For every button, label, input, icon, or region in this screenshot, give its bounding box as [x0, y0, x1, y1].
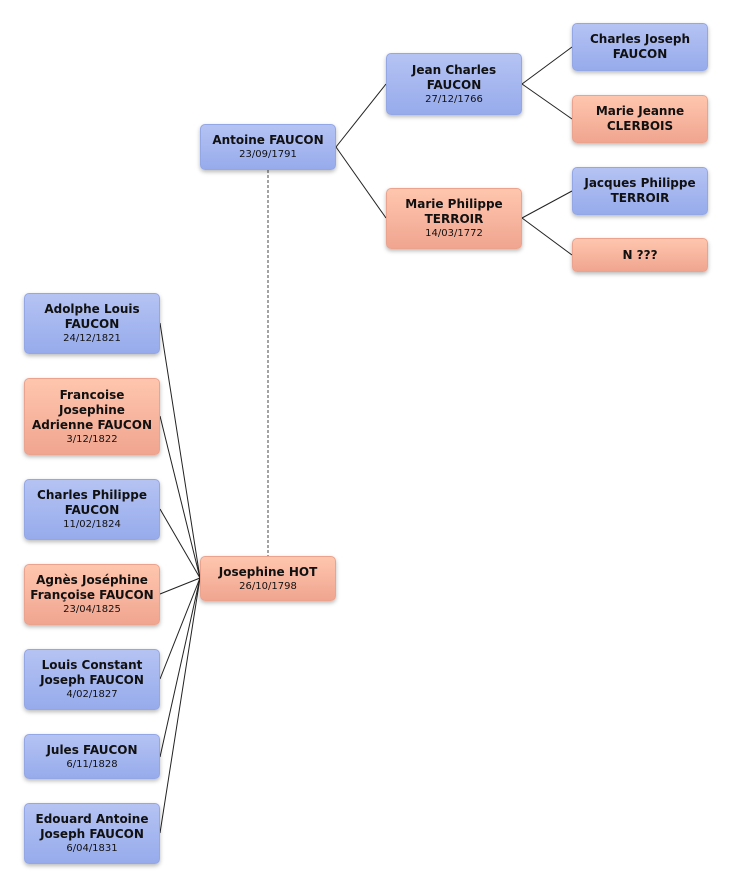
- person-date: 24/12/1821: [63, 333, 121, 344]
- person-card-adolphe-louis-faucon[interactable]: Adolphe Louis FAUCON 24/12/1821: [24, 293, 160, 354]
- person-name: Louis Constant Joseph FAUCON: [40, 658, 144, 687]
- person-card-charles-joseph-faucon[interactable]: Charles Joseph FAUCON: [572, 23, 708, 71]
- person-date: 27/12/1766: [425, 93, 483, 105]
- link-jean-charles-marie-jeanne: [521, 83, 573, 120]
- link-child-agnes: [159, 577, 201, 595]
- link-child-jules: [159, 577, 201, 758]
- link-jean-charles-charles-joseph: [521, 46, 573, 85]
- person-name: Jean Charles FAUCON: [411, 62, 497, 92]
- person-name: Jules FAUCON: [46, 742, 138, 757]
- person-name: Josephine HOT: [218, 564, 318, 579]
- person-name: N ???: [622, 247, 658, 262]
- person-card-josephine-hot[interactable]: Josephine HOT 26/10/1798: [200, 556, 336, 601]
- person-date: 11/02/1824: [63, 519, 121, 530]
- link-child-edouard: [159, 577, 201, 834]
- person-date: 23/04/1825: [63, 604, 121, 615]
- person-card-jacques-philippe-terroir[interactable]: Jacques Philippe TERROIR: [572, 167, 708, 215]
- person-date: 6/04/1831: [66, 843, 118, 854]
- person-card-marie-jeanne-clerbois[interactable]: Marie Jeanne CLERBOIS: [572, 95, 708, 143]
- person-card-edouard-antoine-joseph-faucon[interactable]: Edouard Antoine Joseph FAUCON 6/04/1831: [24, 803, 160, 864]
- link-antoine-marie-philippe: [335, 146, 387, 219]
- link-child-charles-philippe: [159, 508, 201, 579]
- person-card-louis-constant-joseph-faucon[interactable]: Louis Constant Joseph FAUCON 4/02/1827: [24, 649, 160, 710]
- link-child-adolphe: [159, 322, 201, 579]
- person-card-antoine-faucon[interactable]: Antoine FAUCON 23/09/1791: [200, 124, 336, 170]
- person-name: Marie Philippe TERROIR: [405, 197, 503, 226]
- person-card-francoise-josephine-adrienne-faucon[interactable]: Francoise Josephine Adrienne FAUCON 3/12…: [24, 378, 160, 455]
- person-card-marie-philippe-terroir[interactable]: Marie Philippe TERROIR 14/03/1772: [386, 188, 522, 249]
- person-name: Marie Jeanne CLERBOIS: [595, 104, 685, 133]
- person-name: Antoine FAUCON: [212, 133, 324, 147]
- person-name: Jacques Philippe TERROIR: [584, 176, 696, 205]
- person-name: Francoise Josephine Adrienne FAUCON: [32, 387, 152, 432]
- person-card-jean-charles-faucon[interactable]: Jean Charles FAUCON 27/12/1766: [386, 53, 522, 115]
- person-name: Edouard Antoine Joseph FAUCON: [35, 812, 149, 841]
- person-card-charles-philippe-faucon[interactable]: Charles Philippe FAUCON 11/02/1824: [24, 479, 160, 540]
- person-card-n-unknown[interactable]: N ???: [572, 238, 708, 272]
- link-antoine-jean-charles: [335, 83, 387, 148]
- person-name: Charles Joseph FAUCON: [589, 32, 691, 61]
- person-name: Adolphe Louis FAUCON: [44, 302, 140, 331]
- person-card-agnes-josephine-francoise-faucon[interactable]: Agnès Joséphine Françoise FAUCON 23/04/1…: [24, 564, 160, 625]
- person-name: Charles Philippe FAUCON: [37, 488, 147, 517]
- link-child-louis: [159, 577, 201, 680]
- person-date: 6/11/1828: [66, 758, 118, 770]
- person-date: 26/10/1798: [239, 580, 297, 592]
- person-name: Agnès Joséphine Françoise FAUCON: [30, 573, 154, 602]
- person-date: 3/12/1822: [66, 433, 118, 445]
- link-child-francoise: [159, 415, 201, 579]
- person-date: 23/09/1791: [239, 149, 297, 160]
- person-date: 4/02/1827: [66, 689, 118, 700]
- link-marie-philippe-n-unknown: [521, 217, 573, 256]
- person-card-jules-faucon[interactable]: Jules FAUCON 6/11/1828: [24, 734, 160, 779]
- link-marie-philippe-jacques-philippe: [521, 190, 573, 219]
- person-date: 14/03/1772: [425, 228, 483, 239]
